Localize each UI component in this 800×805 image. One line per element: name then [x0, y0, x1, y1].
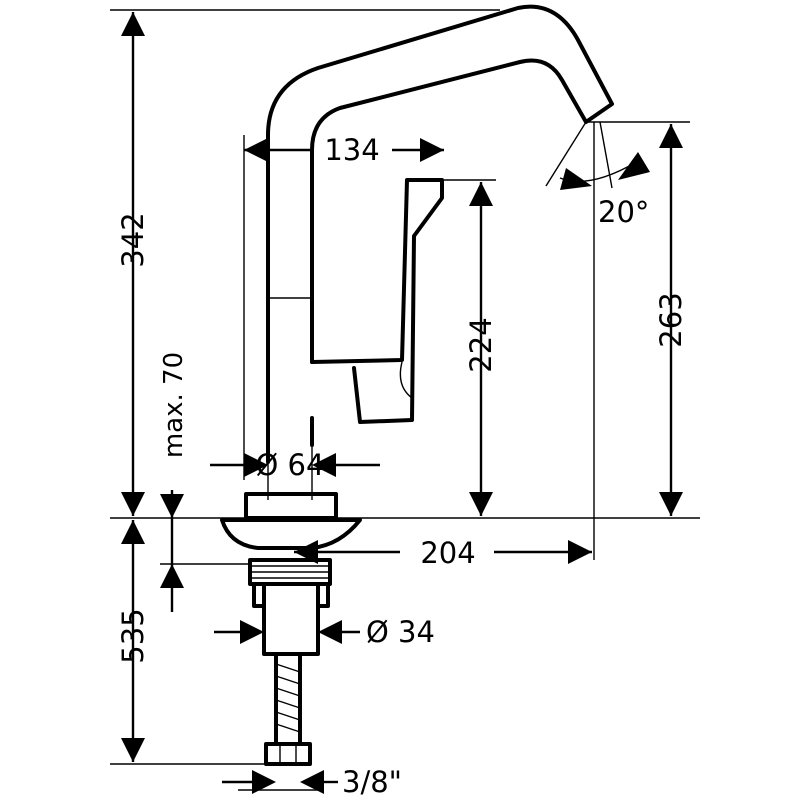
spout — [266, 4, 614, 300]
hose-braid — [275, 663, 301, 733]
hose-fitting — [264, 742, 312, 766]
dim-projection: 204 — [294, 536, 592, 570]
thread-lines — [252, 565, 328, 579]
label-base-diameter: Ø 64 — [256, 448, 325, 482]
dim-spout-angle: 20° — [545, 121, 650, 229]
label-spout-reach: 134 — [324, 133, 379, 167]
dim-max-deck-thickness: max. 70 — [159, 352, 189, 612]
hose — [274, 652, 302, 746]
dim-spout-outlet-height: 263 — [654, 124, 688, 516]
faucet-outline — [220, 4, 614, 766]
dim-lever-height: 224 — [464, 182, 498, 516]
dim-total-height: 342 — [116, 12, 150, 516]
body-column — [266, 296, 314, 464]
base-plate — [244, 492, 338, 520]
dim-hose-length: 535 — [116, 520, 150, 762]
label-spout-angle: 20° — [598, 195, 649, 229]
label-max-deck-thickness: max. 70 — [159, 352, 189, 458]
label-connection-thread: 3/8" — [342, 765, 402, 799]
label-lever-height: 224 — [464, 317, 498, 372]
shank — [262, 582, 320, 656]
dim-base-diameter: Ø 64 — [210, 448, 380, 482]
label-total-height: 342 — [116, 212, 150, 267]
label-shank-diameter: Ø 34 — [366, 615, 435, 649]
label-projection: 204 — [420, 536, 475, 570]
dim-shank-diameter: Ø 34 — [214, 615, 435, 649]
dim-spout-reach: 134 — [244, 133, 444, 167]
lever-detail — [353, 361, 413, 423]
lever-handle — [310, 178, 444, 424]
dim-connection-thread: 3/8" — [222, 765, 402, 799]
extension-lines — [110, 9, 700, 791]
label-hose-length: 535 — [116, 608, 150, 663]
base-flange — [220, 518, 362, 550]
fitting-facets — [279, 744, 297, 764]
label-spout-outlet-height: 263 — [654, 292, 688, 347]
